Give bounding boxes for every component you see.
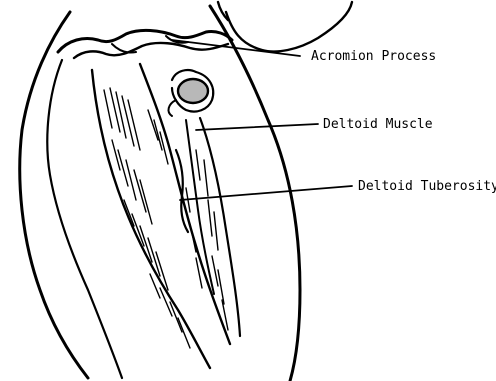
label-acromion-process: Acromion Process bbox=[311, 49, 436, 64]
label-deltoid-tuberosity: Deltoid Tuberosity bbox=[358, 179, 496, 194]
leader-line-deltoid-tuberosity bbox=[180, 186, 352, 200]
muscle-fiber-hatching bbox=[104, 88, 228, 348]
leader-line-deltoid-muscle bbox=[196, 124, 318, 130]
humeral-head bbox=[169, 70, 214, 116]
label-deltoid-muscle: Deltoid Muscle bbox=[323, 117, 433, 132]
